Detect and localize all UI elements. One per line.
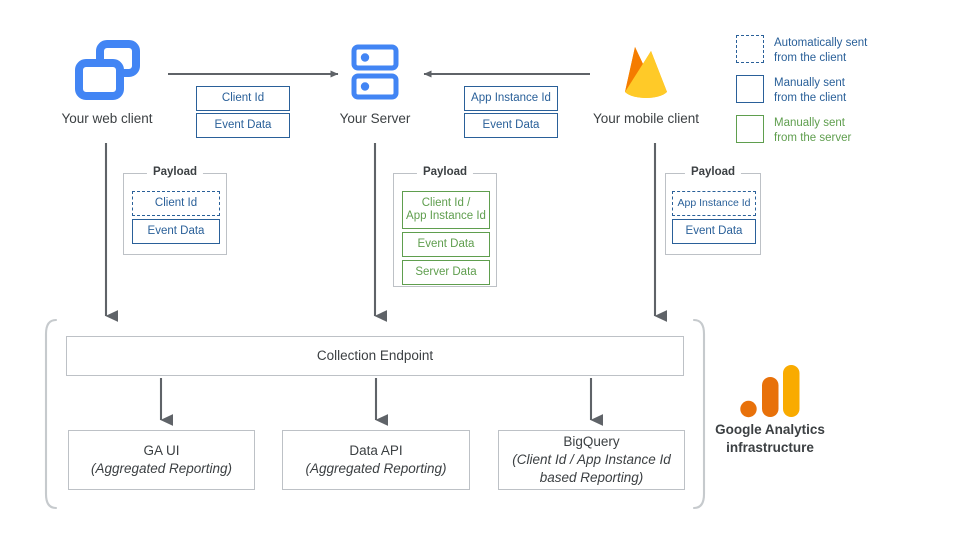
flow-chip-event-data-mobile: Event Data <box>464 113 558 138</box>
output-subtitle-ga-ui: (Aggregated Reporting) <box>90 461 233 476</box>
output-title-bigquery: BigQuery <box>563 434 620 450</box>
legend-text-manual-server: Manually sent from the server <box>774 115 851 147</box>
ga-label-line2: infrastructure <box>726 439 814 455</box>
output-box-ga-ui: GA UI (Aggregated Reporting) <box>68 430 255 490</box>
payload-server: Payload Client Id / App Instance Id Even… <box>393 166 497 287</box>
bracket-right <box>692 318 706 510</box>
legend-line1: Manually sent <box>774 77 845 89</box>
collection-endpoint-label: Collection Endpoint <box>316 348 434 364</box>
google-analytics-infrastructure-label: Google Analytics infrastructure <box>685 421 855 456</box>
bracket-left <box>44 318 58 510</box>
output-title-ga-ui: GA UI <box>143 443 180 459</box>
google-analytics-bars-icon <box>740 365 800 418</box>
web-client-label: Your web client <box>61 111 153 126</box>
payload-item-server-data: Server Data <box>402 260 490 285</box>
legend-swatch-solid-green <box>736 115 764 143</box>
output-box-bigquery: BigQuery (Client Id / App Instance Id ba… <box>498 430 685 490</box>
output-subtitle-data-api: (Aggregated Reporting) <box>305 461 447 476</box>
payload-mobile-client: Payload App Instance Id Event Data <box>665 166 761 255</box>
legend-swatch-solid-blue <box>736 75 764 103</box>
legend-item-automatic-client: Automatically sent from the client <box>736 35 867 67</box>
output-box-data-api: Data API (Aggregated Reporting) <box>282 430 470 490</box>
payload-item-client-or-app-instance-id: Client Id / App Instance Id <box>402 191 490 229</box>
legend-line2: from the server <box>774 132 852 145</box>
flow-chip-event-data-web: Event Data <box>196 113 290 138</box>
server-rack-icon <box>351 44 399 100</box>
payload-legend-web: Payload <box>146 166 204 178</box>
output-title-data-api: Data API <box>349 443 403 459</box>
legend-text-manual-client: Manually sent from the client <box>774 75 846 107</box>
payload-legend-server: Payload <box>416 166 474 178</box>
legend-text-automatic-client: Automatically sent from the client <box>774 35 867 67</box>
windows-overlap-icon <box>75 40 140 100</box>
payload-item-client-id: Client Id <box>132 191 220 216</box>
legend-item-manual-server: Manually sent from the server <box>736 115 851 147</box>
flow-chip-app-instance-id: App Instance Id <box>464 86 558 111</box>
ga-label-line1: Google Analytics <box>715 422 825 437</box>
legend-line1: Automatically sent <box>774 37 868 49</box>
payload-item-event-data-mobile: Event Data <box>672 219 756 244</box>
output-subtitle-bigquery-line2: based Reporting) <box>539 469 644 485</box>
firebase-flame-icon <box>625 47 667 98</box>
legend-line1: Manually sent <box>774 117 845 129</box>
legend-swatch-dashed-blue <box>736 35 764 63</box>
payload-item-app-instance-id: App Instance Id <box>672 191 756 216</box>
legend-line2: from the client <box>774 92 847 105</box>
flow-chip-client-id: Client Id <box>196 86 290 111</box>
payload-item-event-data-server: Event Data <box>402 232 490 257</box>
payload-legend-mobile: Payload <box>684 166 742 178</box>
legend-line2: from the client <box>774 52 847 65</box>
mobile-client-label: Your mobile client <box>592 111 700 126</box>
payload-item-event-data: Event Data <box>132 219 220 244</box>
output-subtitle-bigquery-line1: (Client Id / App Instance Id <box>512 452 671 468</box>
collection-endpoint-box: Collection Endpoint <box>66 336 684 376</box>
payload-item-line2: App Instance Id <box>406 210 486 222</box>
legend-item-manual-client: Manually sent from the client <box>736 75 846 107</box>
server-label: Your Server <box>339 111 411 126</box>
payload-item-line1: Client Id / <box>421 196 471 209</box>
payload-web-client: Payload Client Id Event Data <box>123 166 227 255</box>
